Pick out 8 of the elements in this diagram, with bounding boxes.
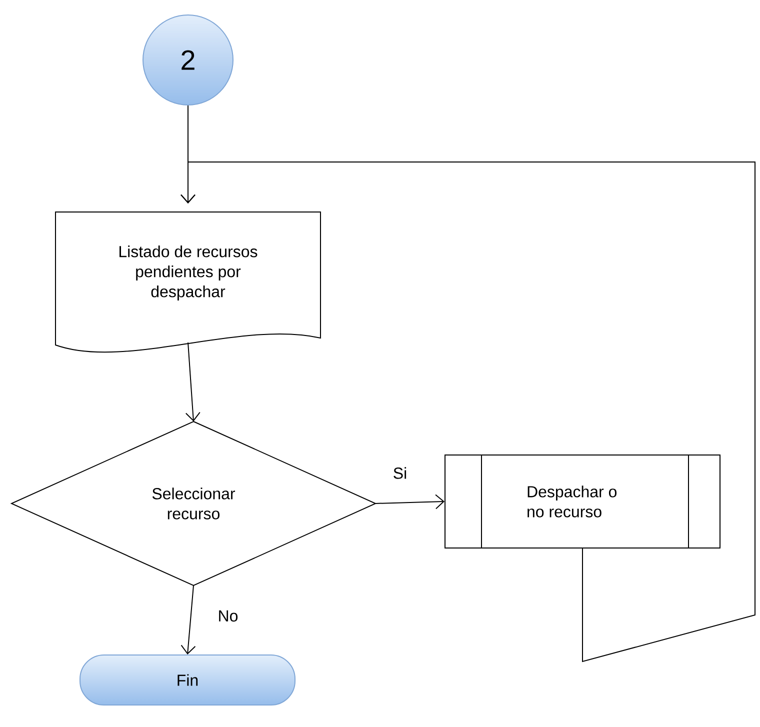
edge-label: No bbox=[219, 610, 238, 622]
arrow bbox=[185, 342, 200, 422]
arrow bbox=[375, 494, 444, 510]
circle-connector: 2 bbox=[142, 14, 234, 106]
arrow bbox=[180, 585, 196, 654]
arrow bbox=[180, 162, 756, 662]
edge-label: Si bbox=[394, 467, 406, 479]
subprocess-box: Despachar o no recurso bbox=[444, 454, 720, 549]
